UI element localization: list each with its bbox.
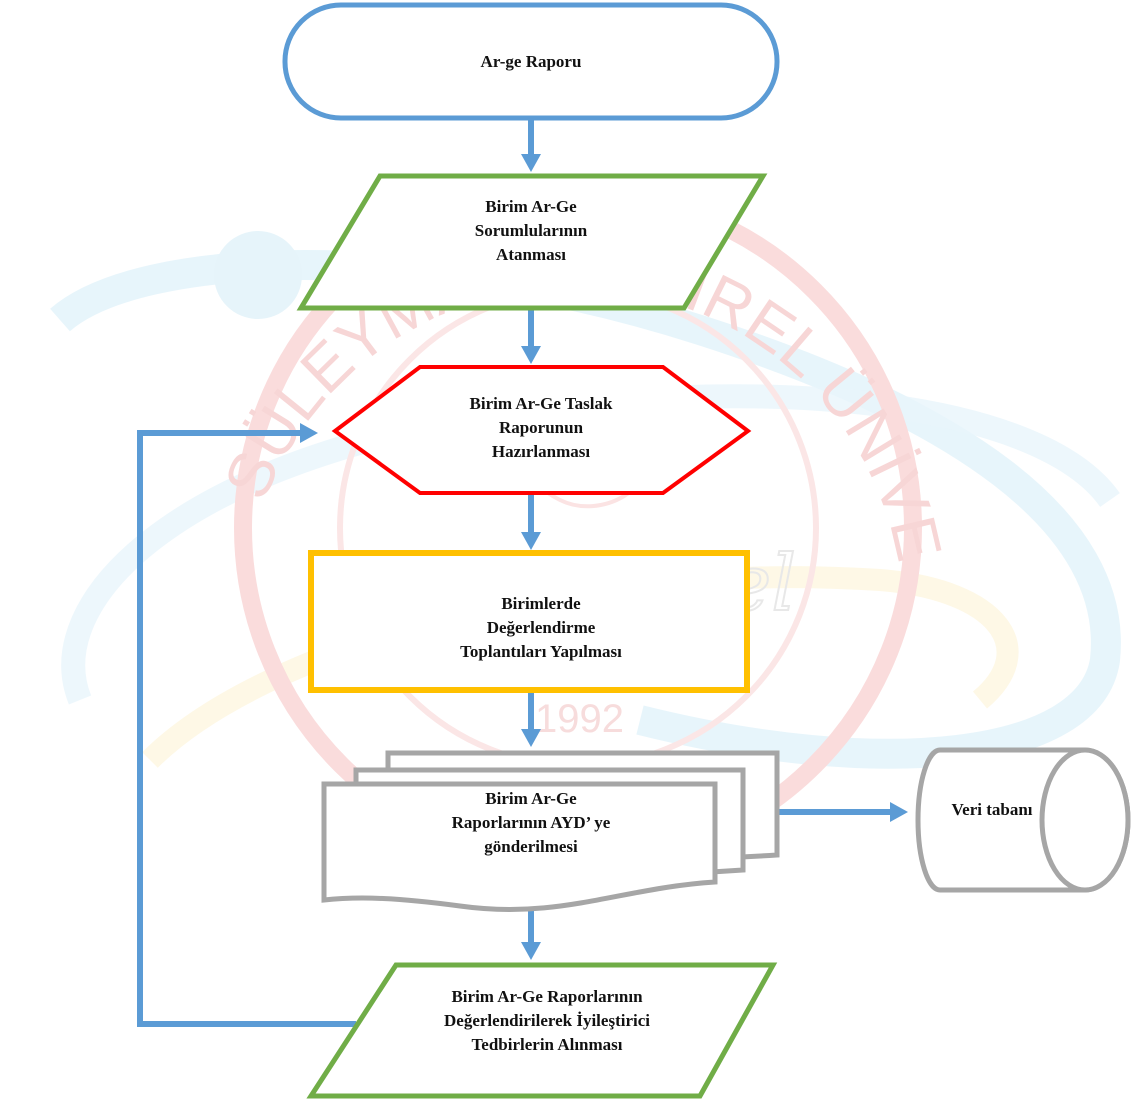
- send-label-line: gönderilmesi: [484, 837, 578, 856]
- send-label: Birim Ar-Ge Raporlarının AYD’ ye gönderi…: [452, 787, 611, 859]
- edge-send-to-improve: [521, 906, 541, 960]
- connector-line: [137, 430, 356, 1027]
- draft-label-line: Raporunun: [498, 418, 584, 437]
- watermark-orbit-node: [214, 231, 302, 319]
- edge-send-to-database: [777, 802, 908, 822]
- arrow-head: [521, 346, 541, 364]
- send-label-line: Raporlarının AYD’ ye: [451, 813, 611, 832]
- improve-parallelogram-shape: [306, 962, 778, 1099]
- improve-label-line: Değerlendirilerek İyileştirici: [444, 1011, 650, 1030]
- assign-label: Birim Ar-Ge Sorumlularının Atanması: [475, 195, 587, 267]
- improve-label-line: Birim Ar-Ge Raporlarının: [451, 987, 643, 1006]
- improve-label: Birim Ar-Ge Raporlarının Değerlendiriler…: [444, 985, 650, 1057]
- edge-draft-to-meetings: [521, 493, 541, 550]
- draft-label-line: Birim Ar-Ge Taslak: [469, 394, 613, 413]
- watermark-seal-inner: [337, 287, 819, 769]
- start-label: Ar-ge Raporu: [481, 50, 582, 74]
- assign-parallelogram-shape: [296, 173, 768, 311]
- edge-meetings-to-send: [521, 690, 541, 747]
- draft-label: Birim Ar-Ge Taslak Raporunun Hazırlanmas…: [470, 392, 613, 464]
- watermark-year: 1992: [535, 697, 624, 741]
- start-terminal-shape: [282, 2, 780, 121]
- assign-label-line: Birim Ar-Ge: [485, 197, 577, 216]
- arrow-head: [521, 729, 541, 747]
- database-end: [1039, 747, 1131, 893]
- draft-label-line: Hazırlanması: [491, 442, 591, 461]
- assign-label-line: Sorumlularının: [474, 221, 588, 240]
- improve-label-line: Tedbirlerin Alınması: [471, 1035, 623, 1054]
- meetings-process-shape: [308, 550, 750, 693]
- meetings-label-line: Toplantıları Yapılması: [460, 642, 622, 661]
- connectors: [137, 118, 908, 1027]
- meetings-label-line: Birimlerde: [501, 594, 581, 613]
- arrow-head: [890, 802, 908, 822]
- arrow-head: [300, 423, 318, 443]
- arrow-head: [521, 154, 541, 172]
- edge-assign-to-draft: [521, 308, 541, 364]
- send-document-front: [321, 781, 718, 913]
- database-label-line: Veri tabanı: [951, 800, 1033, 819]
- edge-start-to-assign: [521, 118, 541, 172]
- database-label: Veri tabanı: [951, 798, 1032, 822]
- shapes: [282, 2, 1131, 1099]
- arrow-head: [521, 532, 541, 550]
- arrow-head: [521, 942, 541, 960]
- send-label-line: Birim Ar-Ge: [485, 789, 577, 808]
- send-multi-document-shape: [321, 750, 780, 913]
- start-label-line: Ar-ge Raporu: [480, 52, 582, 71]
- database-cylinder-shape: [915, 747, 1131, 893]
- meetings-label: Birimlerde Değerlendirme Toplantıları Ya…: [460, 592, 622, 664]
- meetings-label-line: Değerlendirme: [486, 618, 596, 637]
- assign-label-line: Atanması: [496, 245, 566, 264]
- draft-hexagon-shape: [331, 365, 752, 495]
- edge-improve-to-draft: [137, 423, 356, 1027]
